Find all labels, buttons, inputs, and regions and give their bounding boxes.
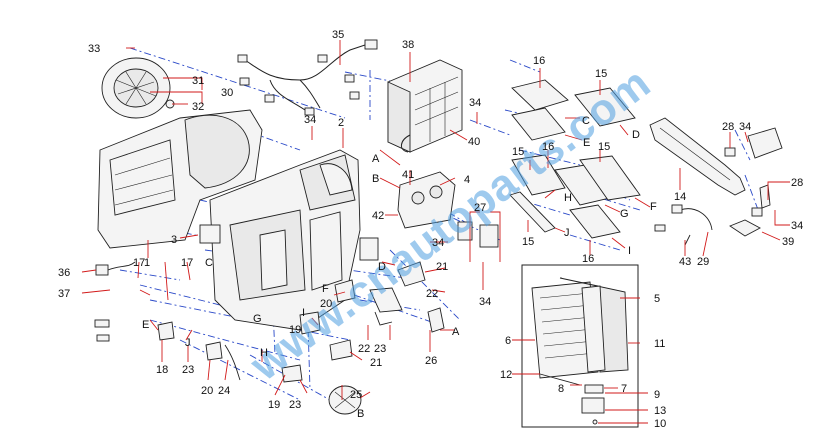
label-5: 5: [654, 293, 660, 305]
duct-14: [649, 117, 746, 196]
label-18: 18: [156, 364, 168, 376]
label-39: 39: [782, 236, 794, 248]
label-29: 29: [697, 256, 709, 268]
label-ref-d1: D: [378, 261, 386, 273]
label-1: 1: [144, 257, 150, 269]
label-ref-d2: D: [632, 129, 640, 141]
label-37: 37: [58, 288, 70, 300]
label-34f: 34: [791, 220, 803, 232]
label-22a: 22: [426, 288, 438, 300]
label-6: 6: [505, 335, 511, 347]
label-ref-g1: G: [253, 313, 262, 325]
label-41: 41: [402, 169, 414, 181]
label-35: 35: [332, 29, 344, 41]
label-26: 26: [425, 355, 437, 367]
label-11: 11: [654, 338, 665, 350]
label-34a: 34: [304, 114, 316, 126]
label-16b: 16: [542, 141, 554, 153]
label-30: 30: [221, 87, 233, 99]
label-40: 40: [468, 136, 480, 148]
valve-and-links: [94, 221, 499, 415]
label-8: 8: [558, 383, 564, 395]
label-3: 3: [171, 234, 177, 246]
actuator-41: [397, 171, 456, 229]
filter-and-door-plates: [509, 79, 641, 239]
label-36: 36: [58, 267, 70, 279]
label-ref-h2: H: [564, 192, 572, 204]
label-23a: 23: [374, 343, 386, 355]
label-34e: 34: [739, 121, 751, 133]
label-ref-e1: E: [142, 319, 149, 331]
label-23b: 23: [289, 399, 301, 411]
label-28a: 28: [722, 121, 734, 133]
blower-housing: [97, 109, 263, 249]
label-28b: 28: [791, 177, 803, 189]
label-17b: 17: [181, 257, 193, 269]
label-34d: 34: [479, 296, 491, 308]
label-9: 9: [654, 389, 660, 401]
label-7: 7: [621, 383, 627, 395]
label-ref-i2: I: [628, 245, 631, 257]
hvac-main-case: [209, 149, 361, 331]
leader-lines: [81, 40, 790, 424]
label-16c: 16: [582, 253, 594, 265]
label-ref-e2: E: [583, 137, 590, 149]
label-15c: 15: [598, 141, 610, 153]
label-ref-c1: C: [205, 257, 213, 269]
label-4: 4: [464, 174, 470, 186]
label-16a: 16: [533, 55, 545, 67]
label-2: 2: [338, 117, 344, 129]
label-32: 32: [192, 101, 204, 113]
label-ref-a1: A: [372, 153, 380, 165]
label-31: 31: [192, 75, 204, 87]
label-24: 24: [218, 385, 230, 397]
blower-motor-fan: [101, 57, 175, 119]
label-ref-h1: H: [260, 347, 268, 359]
label-ref-j2: J: [564, 227, 570, 239]
label-15d: 15: [522, 236, 534, 248]
label-20b: 20: [201, 385, 213, 397]
part-number-labels: 33 31 30 32 35 34 2 38 34 40 A B 41 4 42…: [58, 29, 803, 430]
label-21b: 21: [370, 357, 382, 369]
label-22b: 22: [358, 343, 370, 355]
label-ref-a2: A: [452, 326, 460, 338]
label-19a: 19: [289, 324, 301, 336]
label-38: 38: [402, 39, 414, 51]
heater-core-38: [387, 59, 463, 153]
label-10: 10: [654, 418, 666, 430]
label-33: 33: [88, 43, 100, 55]
label-17a: 17: [133, 257, 145, 269]
label-21a: 21: [436, 261, 448, 273]
label-14: 14: [674, 191, 686, 203]
label-ref-i1: I: [302, 307, 305, 319]
label-ref-g2: G: [620, 208, 629, 220]
label-43: 43: [679, 256, 691, 268]
label-ref-b2: B: [357, 408, 364, 420]
label-34c: 34: [432, 237, 444, 249]
label-23c: 23: [182, 364, 194, 376]
label-13: 13: [654, 405, 666, 417]
label-42: 42: [372, 210, 384, 222]
label-19b: 19: [268, 399, 280, 411]
label-ref-b1: B: [372, 173, 379, 185]
label-15b: 15: [512, 146, 524, 158]
label-ref-f1: F: [322, 283, 329, 295]
label-25: 25: [350, 389, 362, 401]
label-27: 27: [474, 202, 486, 214]
wiring-harness: [237, 39, 378, 116]
label-ref-f2: F: [650, 201, 657, 213]
label-20a: 20: [320, 298, 332, 310]
label-34b: 34: [469, 97, 481, 109]
label-ref-j1: J: [185, 337, 191, 349]
label-12: 12: [500, 369, 512, 381]
label-ref-c2: C: [582, 115, 590, 127]
small-parts-right: [654, 127, 783, 246]
label-15a: 15: [595, 68, 607, 80]
evaporator-box: [521, 264, 639, 428]
